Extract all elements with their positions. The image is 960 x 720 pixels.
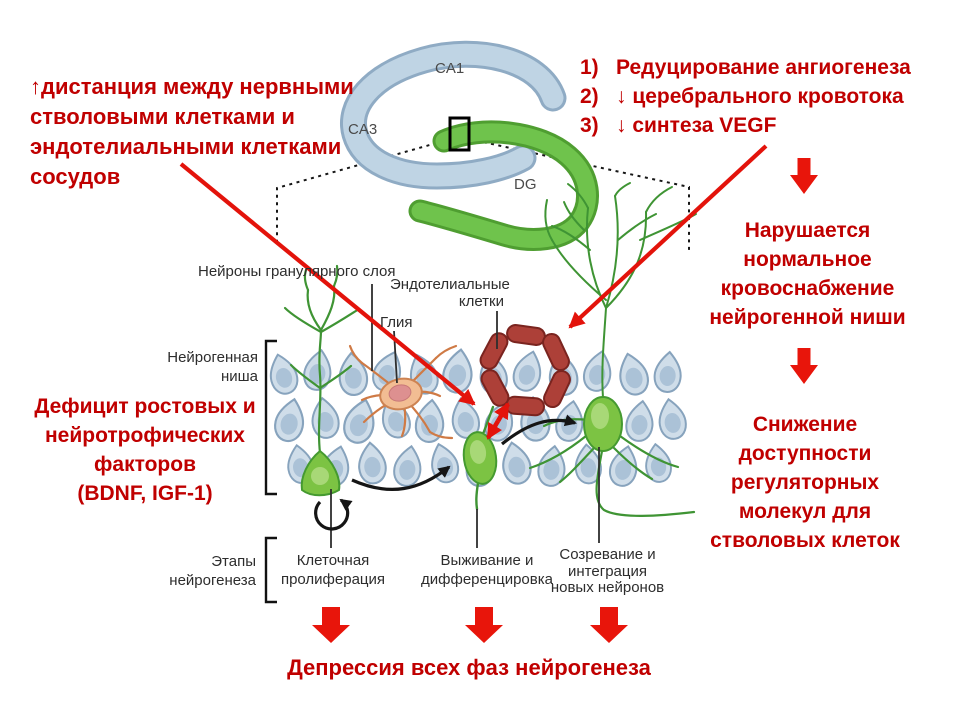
dentate-gyrus-shape bbox=[408, 120, 599, 251]
stage-arrow-2 bbox=[465, 607, 503, 643]
endothelial-cells-label: Эндотелиальные клетки bbox=[390, 276, 510, 310]
neurogenic-niche-label: Нейрогенная ниша bbox=[162, 348, 258, 386]
flow-block-arrows bbox=[312, 158, 818, 643]
blood-vessel-ring bbox=[479, 324, 571, 417]
stages-label-line: Этапы bbox=[211, 553, 256, 570]
blood-supply-line: кровоснабжение bbox=[720, 277, 895, 300]
endothelial-label-line: клетки bbox=[458, 293, 504, 310]
niche-label-line: ниша bbox=[220, 368, 258, 385]
stage1-line: Клеточная bbox=[296, 552, 370, 569]
conclusion-note: Депрессия всех фаз нейрогенеза bbox=[287, 655, 651, 680]
flow-arrow-2 bbox=[790, 348, 818, 384]
stage3-label: Созревание и интеграция новых нейронов bbox=[540, 546, 675, 597]
stem-cell-neuron bbox=[283, 264, 361, 497]
cause-text: Редуцирование ангиогенеза bbox=[616, 56, 911, 79]
mature-neuron bbox=[528, 182, 697, 517]
molecule-availability-note: Снижение доступности регуляторных молеку… bbox=[690, 410, 920, 555]
molecule-availability-line: стволовых клеток bbox=[710, 529, 900, 552]
cause-number: 2) bbox=[580, 85, 599, 108]
deficit-line: факторов bbox=[94, 453, 196, 476]
zoom-region-box bbox=[448, 116, 471, 152]
stage1-label: Клеточная пролиферация bbox=[268, 551, 398, 589]
distance-note-line: сосудов bbox=[30, 164, 121, 189]
stage1-line: пролиферация bbox=[280, 571, 386, 588]
cause-text: ↓ церебрального кровотока bbox=[616, 85, 904, 108]
blood-supply-line: нормальное bbox=[743, 248, 872, 271]
glia-label: Глия bbox=[380, 314, 413, 331]
cause-item: 3) ↓ синтеза VEGF bbox=[580, 111, 940, 140]
blood-supply-line: нейрогенной ниши bbox=[709, 306, 906, 329]
cause-item: 1) Редуцирование ангиогенеза bbox=[580, 53, 940, 82]
deficit-line: Дефицит ростовых и bbox=[34, 395, 256, 418]
molecule-availability-line: доступности bbox=[738, 442, 872, 465]
immature-neuron bbox=[462, 405, 498, 511]
distance-note-line: стволовыми клетками и bbox=[30, 104, 295, 129]
deficit-line: (BDNF, IGF-1) bbox=[77, 482, 213, 505]
distance-cause-arrow bbox=[179, 162, 476, 406]
stage3-line: новых нейронов bbox=[550, 579, 665, 596]
stage2-line: дифференцировка bbox=[421, 571, 553, 588]
growth-factor-deficit-note: Дефицит ростовых и нейротрофических факт… bbox=[25, 392, 265, 508]
stage-arrow-1 bbox=[312, 607, 350, 643]
stages-label-line: нейрогенеза bbox=[169, 572, 256, 589]
granular-neurons-label: Нейроны гранулярного слоя bbox=[198, 263, 396, 280]
hippocampus-ca-shape bbox=[340, 40, 567, 190]
blood-supply-line: Нарушается bbox=[744, 219, 871, 242]
molecule-availability-line: Снижение bbox=[752, 413, 858, 436]
causes-list: 1) Редуцирование ангиогенеза 2) ↓ церебр… bbox=[580, 53, 940, 140]
molecule-availability-line: регуляторных bbox=[730, 471, 880, 494]
deficit-line: нейротрофических bbox=[44, 424, 245, 447]
ca3-label: CA3 bbox=[348, 121, 378, 138]
stage3-line: Созревание и bbox=[559, 546, 656, 563]
distance-note: ↑дистанция между нервными стволовыми кле… bbox=[30, 72, 370, 192]
stage2-line: Выживание и bbox=[440, 552, 534, 569]
proliferation-cycle-arrow bbox=[314, 498, 353, 531]
endothelial-label-line: Эндотелиальные bbox=[390, 276, 510, 293]
niche-label-line: Нейрогенная bbox=[167, 349, 258, 366]
blood-supply-note: Нарушается нормальное кровоснабжение ней… bbox=[690, 216, 925, 332]
stages-bracket bbox=[264, 536, 277, 604]
neurogenesis-stages-label: Этапы нейрогенеза bbox=[160, 552, 256, 590]
stage-arrow-3 bbox=[590, 607, 628, 643]
flow-arrow-1 bbox=[790, 158, 818, 194]
stage2-label: Выживание и дифференцировка bbox=[412, 551, 562, 589]
glia-cell bbox=[348, 344, 458, 440]
vascular-cause-arrow bbox=[568, 144, 768, 329]
molecule-availability-line: молекул для bbox=[738, 500, 872, 523]
cause-number: 1) bbox=[580, 56, 599, 79]
niche-bracket bbox=[264, 339, 277, 496]
cause-number: 3) bbox=[580, 114, 599, 137]
cause-item: 2) ↓ церебрального кровотока bbox=[580, 82, 940, 111]
dg-label: DG bbox=[514, 176, 537, 193]
distance-double-arrow bbox=[486, 402, 510, 440]
cause-text: ↓ синтеза VEGF bbox=[616, 114, 777, 137]
distance-note-line: ↑дистанция между нервными bbox=[30, 74, 354, 99]
migration-arrows bbox=[351, 414, 577, 492]
distance-note-line: эндотелиальными клетками bbox=[30, 134, 342, 159]
stage3-line: интеграция bbox=[568, 562, 647, 580]
ca1-label: CA1 bbox=[435, 60, 465, 77]
